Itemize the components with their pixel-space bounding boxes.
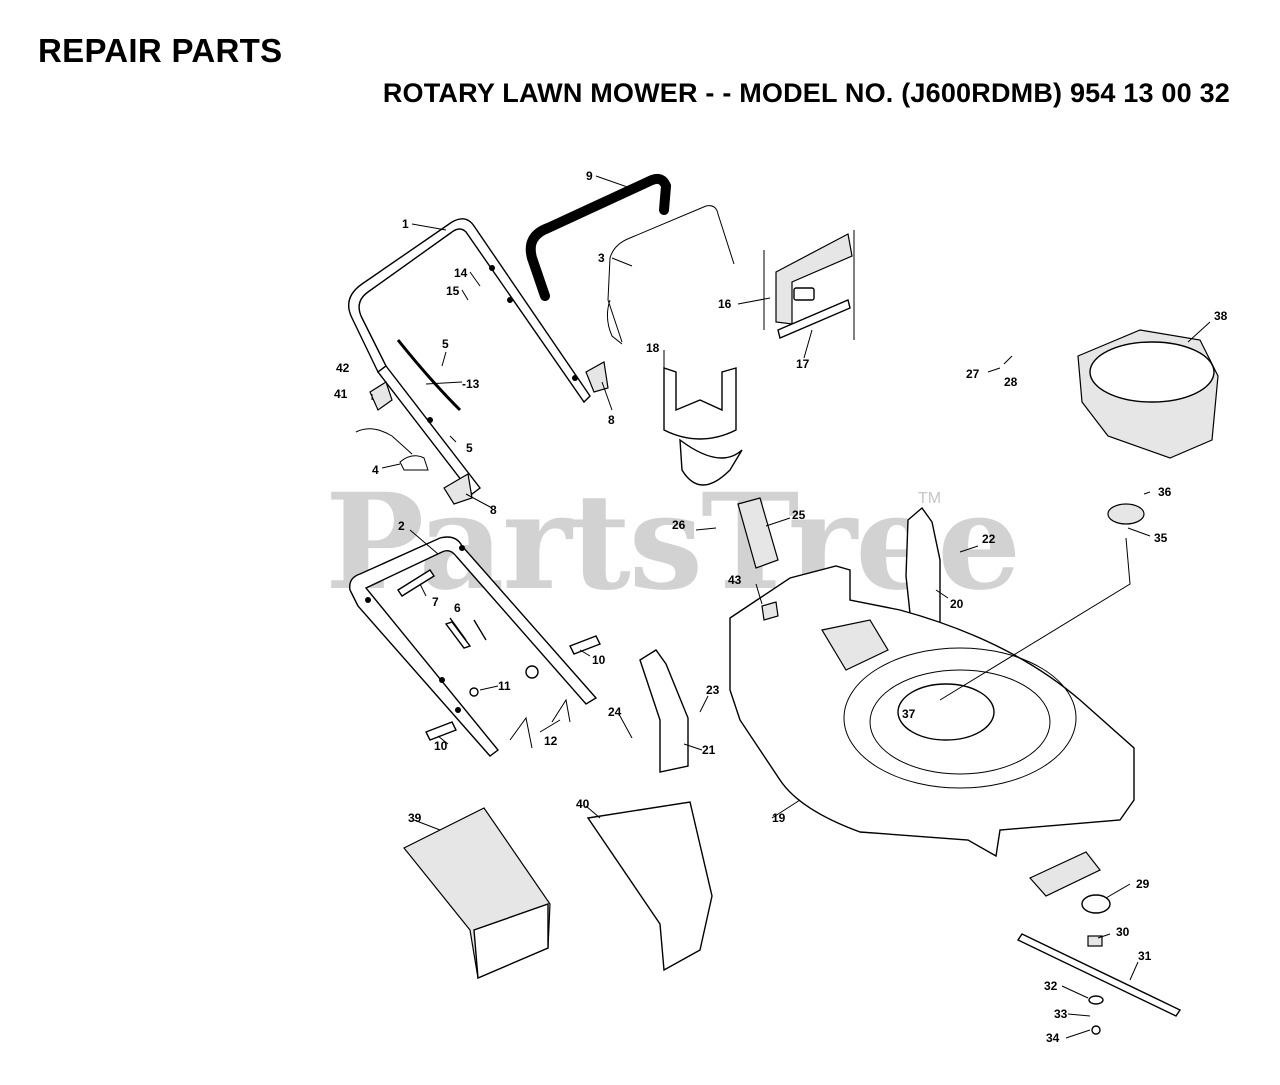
callout-40: 40: [576, 797, 590, 811]
handle-nut: [525, 665, 539, 679]
engine-bracket: [763, 230, 855, 340]
mower-blade: [1016, 933, 1182, 1017]
engine: [1077, 329, 1219, 459]
callout-2: 2: [398, 519, 405, 533]
callout-42: 42: [336, 361, 350, 375]
callout-leaders: [371, 175, 1211, 1039]
callout-3: 3: [598, 251, 605, 265]
front-wheel-bracket: [905, 506, 941, 633]
callout-37: 37: [902, 707, 916, 721]
throttle-cable: [396, 339, 462, 412]
callout-27: 27: [966, 367, 980, 381]
callout-26: 26: [672, 518, 686, 532]
discharge-chute: [663, 367, 743, 486]
callout-23: 23: [706, 683, 720, 697]
callout-35: 35: [1154, 531, 1168, 545]
callout-32: 32: [1044, 979, 1058, 993]
handle-nut: [469, 687, 479, 697]
callout-31: 31: [1138, 949, 1152, 963]
handle-spacer: [444, 617, 487, 649]
callout-9: 9: [586, 169, 593, 183]
callout-43: 43: [728, 573, 742, 587]
handle-knob: [585, 361, 609, 393]
callout-38: 38: [1214, 309, 1228, 323]
callout-41: 41: [334, 387, 348, 401]
engine-bolt: [987, 355, 1013, 373]
callout-34: 34: [1046, 1031, 1060, 1045]
callout-28: 28: [1004, 375, 1018, 389]
callout-15: 15: [446, 284, 460, 298]
callout-labels: 1 2 3 4 5 5 6 7 8 8 9 10 10 11 12 -13 14…: [334, 169, 1228, 1045]
handle-bolt: [397, 569, 435, 597]
cable-clip: [355, 428, 429, 471]
throttle-control: [369, 381, 393, 411]
blade-washer: [1088, 995, 1104, 1005]
rear-hinge-pin: [509, 698, 571, 749]
callout-6: 6: [454, 601, 461, 615]
handle-bolt: [569, 635, 601, 655]
blade-bolt: [1091, 1025, 1101, 1035]
callout-17: 17: [796, 357, 810, 371]
mower-deck: [729, 565, 1135, 858]
callout-18: 18: [646, 341, 660, 355]
callout-10b: 10: [434, 739, 448, 753]
callout-25: 25: [792, 508, 806, 522]
handle-grip: [525, 173, 672, 301]
page-title: REPAIR PARTS: [38, 32, 283, 69]
lower-handle: [349, 536, 598, 757]
callout-7: 7: [432, 595, 439, 609]
callout-5: 5: [442, 337, 449, 351]
callout-10: 10: [592, 653, 606, 667]
callout-4: 4: [372, 463, 379, 477]
callout-24: 24: [608, 705, 622, 719]
blade-adapter-lower: [1029, 851, 1101, 897]
callout-36: 36: [1158, 485, 1172, 499]
handle-bolt: [425, 721, 457, 741]
callout-12: 12: [544, 734, 558, 748]
model-subtitle: ROTARY LAWN MOWER - - MODEL NO. (J600RDM…: [382, 78, 1230, 108]
grass-bag: [403, 807, 551, 980]
callout-20: 20: [950, 597, 964, 611]
rear-baffle: [737, 497, 779, 569]
deck-plug: [761, 601, 779, 621]
callout-8: 8: [608, 413, 615, 427]
callout-5b: 5: [466, 441, 473, 455]
callout-29: 29: [1136, 877, 1150, 891]
callout-21: 21: [702, 743, 716, 757]
blade-washer: [1087, 935, 1103, 947]
upper-handle: [348, 218, 591, 495]
callout-11: 11: [498, 679, 511, 693]
control-bail: [606, 205, 735, 345]
callout-16: 16: [718, 297, 732, 311]
blade-adapter-lower: [1081, 894, 1111, 914]
callout-14: 14: [454, 266, 468, 280]
callout-13: -13: [462, 377, 480, 391]
engine-bolt: [1143, 491, 1151, 495]
callout-19: 19: [772, 811, 786, 825]
callout-8b: 8: [490, 503, 497, 517]
callout-39: 39: [408, 811, 422, 825]
handle-knob: [443, 473, 473, 505]
callout-33: 33: [1054, 1007, 1068, 1021]
callout-1: 1: [402, 217, 409, 231]
rear-wheel-bracket: [639, 649, 689, 773]
callout-22: 22: [982, 532, 996, 546]
grass-bag-frame: [586, 801, 713, 972]
blade-adapter: [1107, 503, 1145, 525]
callout-30: 30: [1116, 925, 1130, 939]
